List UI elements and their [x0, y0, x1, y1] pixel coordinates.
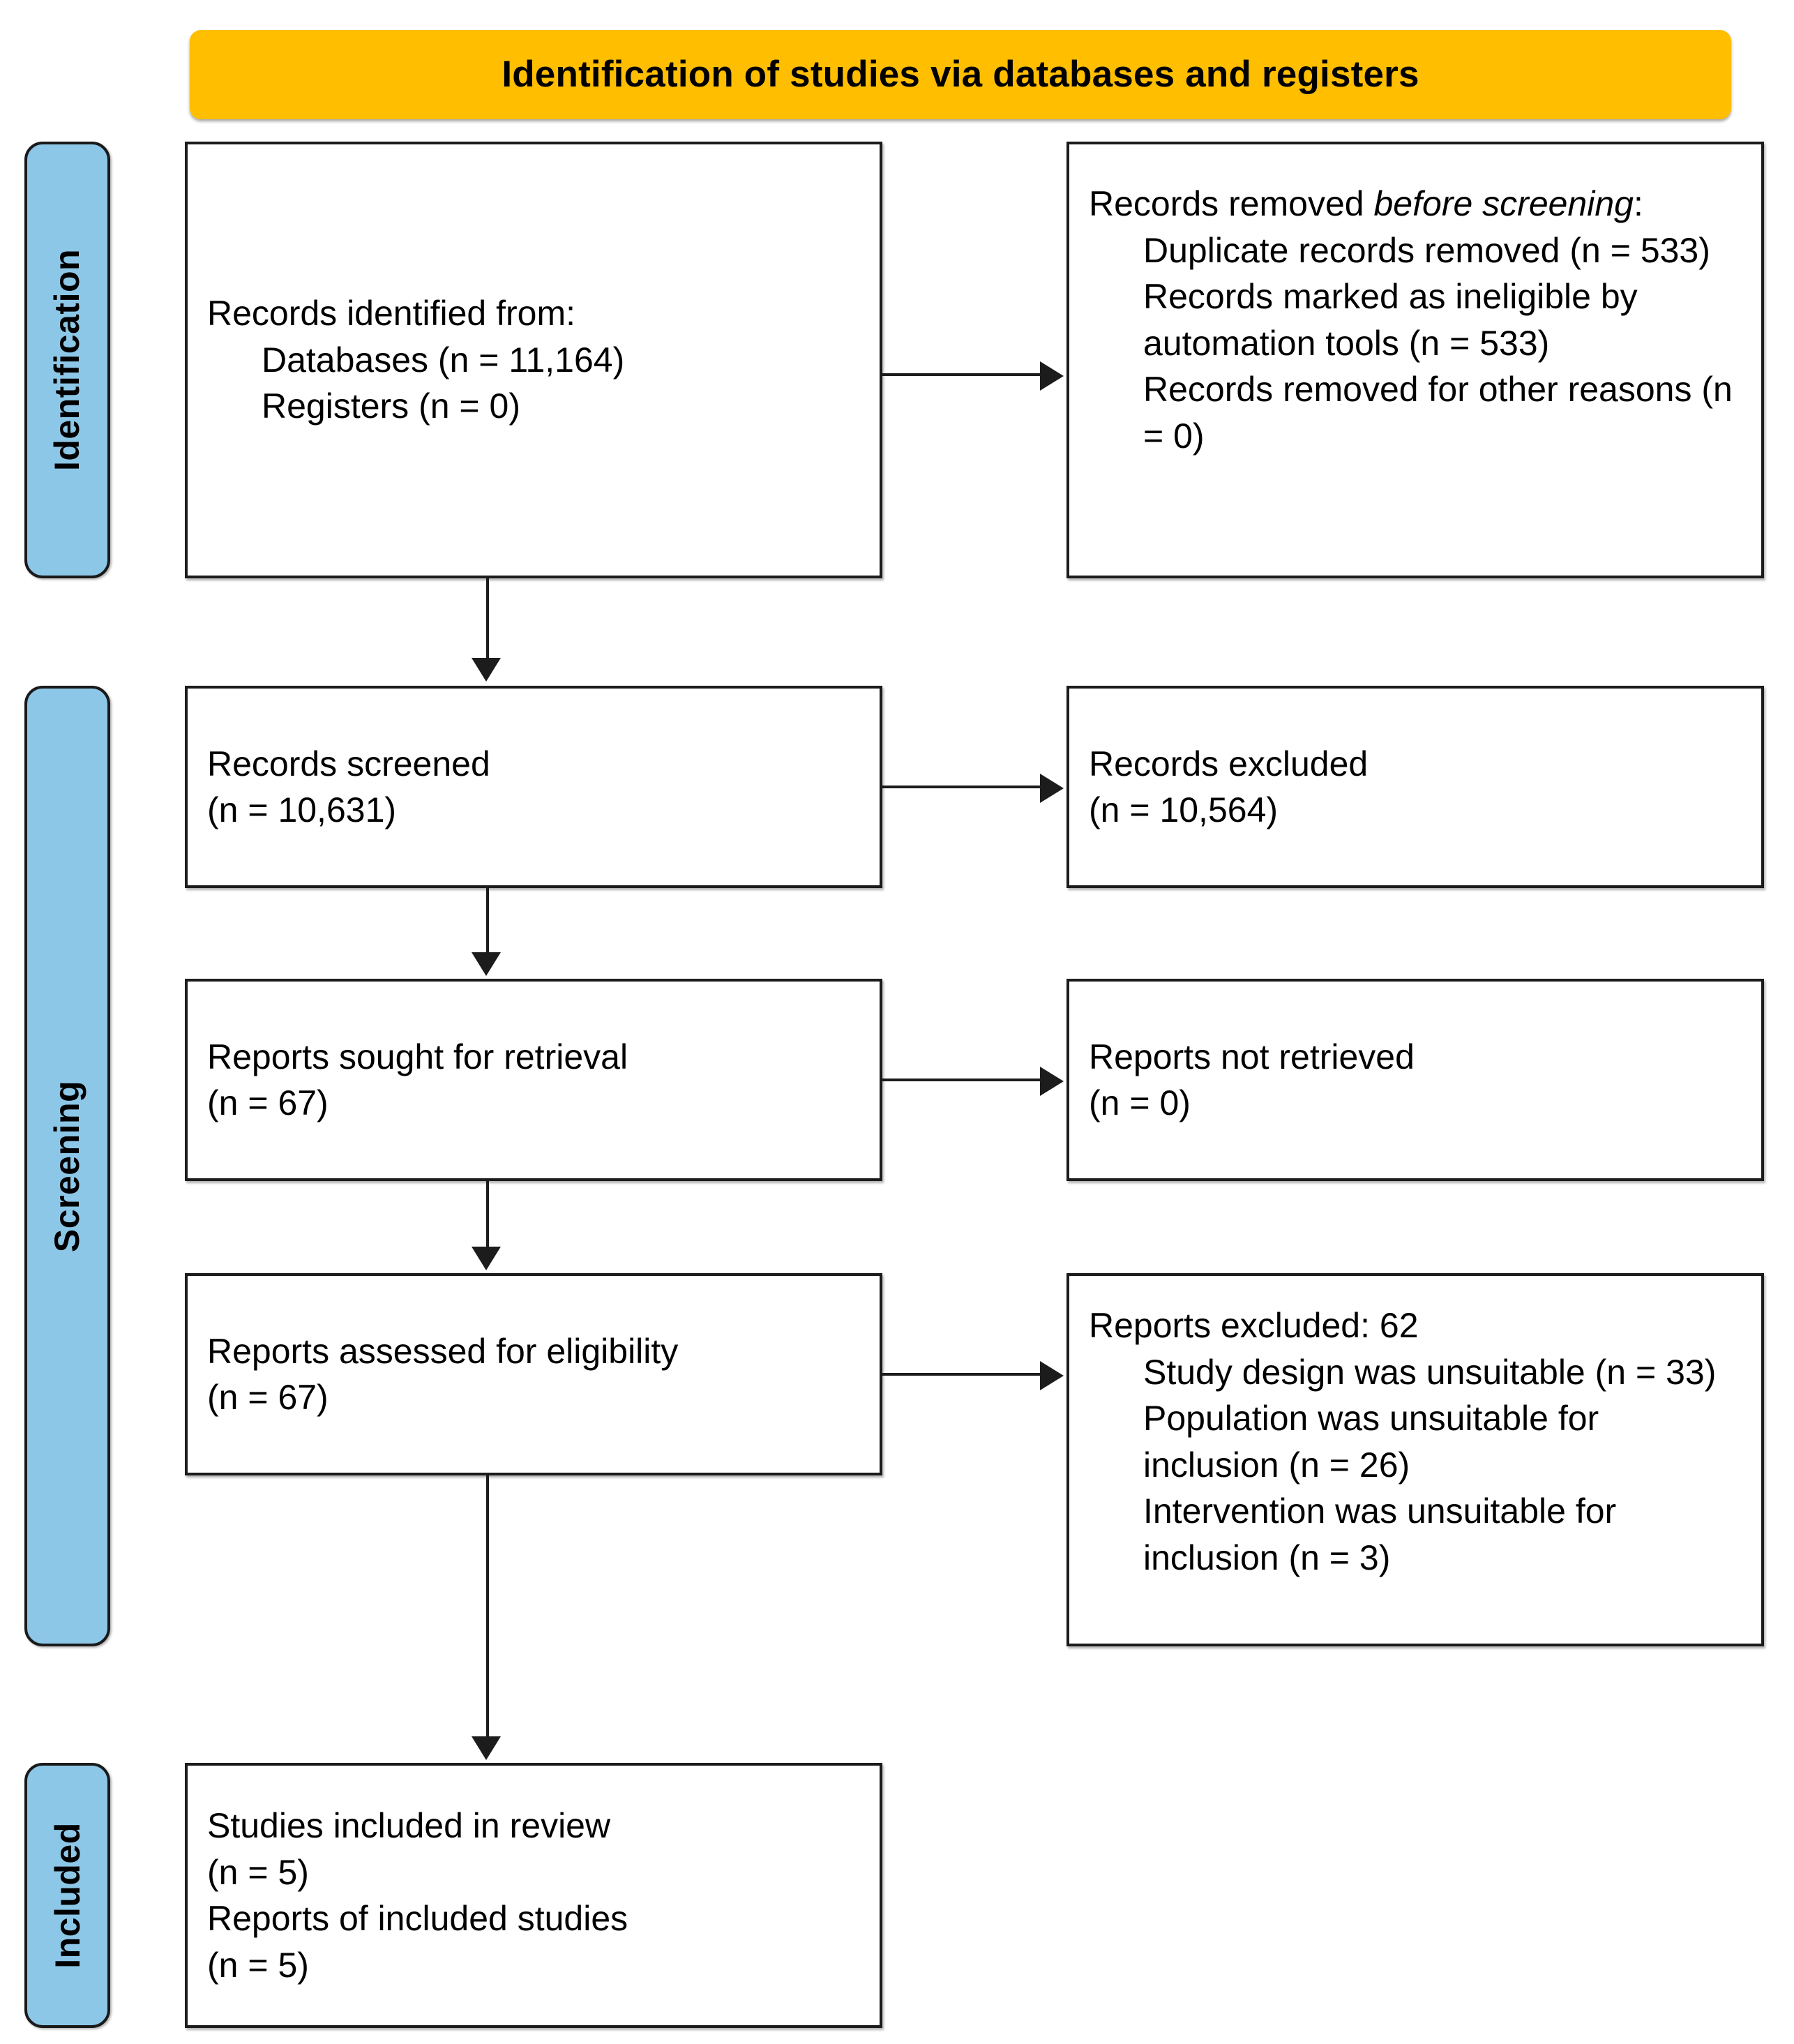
records-identified-heading: Records identified from: [207, 294, 576, 333]
box-reports-assessed-text: Reports assessed for eligibility (n = 67… [188, 1328, 880, 1421]
connector-screened-to-sought [486, 888, 489, 955]
records-excluded-count: (n = 10,564) [1089, 790, 1279, 829]
reports-assessed-count: (n = 67) [207, 1378, 329, 1417]
reports-excluded-population: Population was unsuitable for inclusion … [1143, 1399, 1599, 1485]
arrow-right-icon-sought-to-not-retrieved [1040, 1067, 1064, 1096]
arrow-right-icon-assessed-to-reports-excluded [1040, 1361, 1064, 1390]
box-records-excluded: Records excluded (n = 10,564) [1066, 686, 1764, 888]
box-records-identified: Records identified from: Databases (n = … [185, 142, 882, 578]
records-removed-heading-colon: : [1633, 184, 1643, 223]
records-screened-count: (n = 10,631) [207, 790, 397, 829]
arrow-down-icon-assessed-to-included [472, 1736, 501, 1760]
box-reports-not-retrieved-text: Reports not retrieved (n = 0) [1069, 1034, 1761, 1127]
reports-not-retrieved-count: (n = 0) [1089, 1083, 1191, 1122]
studies-included-count: (n = 5) [207, 1852, 309, 1892]
connector-identified-to-screened [486, 578, 489, 662]
arrow-down-icon-sought-to-assessed [472, 1247, 501, 1270]
records-removed-heading-plain: Records removed [1089, 184, 1374, 223]
box-records-removed-before-screening: Records removed before screening: Duplic… [1066, 142, 1764, 578]
box-reports-excluded-text: Reports excluded: 62 Study design was un… [1069, 1276, 1761, 1581]
reports-sought-label: Reports sought for retrieval [207, 1037, 628, 1076]
connector-sought-to-assessed [486, 1181, 489, 1249]
box-reports-sought-text: Reports sought for retrieval (n = 67) [188, 1034, 880, 1127]
connector-assessed-to-reports-excluded [882, 1373, 1043, 1376]
arrow-down-icon-screened-to-sought [472, 952, 501, 976]
box-studies-included-text: Studies included in review (n = 5) Repor… [188, 1803, 880, 1988]
header-banner: Identification of studies via databases … [190, 30, 1731, 119]
reports-sought-count: (n = 67) [207, 1083, 329, 1122]
arrow-right-icon-screened-to-excluded [1040, 774, 1064, 803]
records-identified-registers: Registers (n = 0) [262, 386, 520, 426]
records-removed-duplicates: Duplicate records removed (n = 533) [1143, 230, 1710, 270]
reports-excluded-heading: Reports excluded: 62 [1089, 1306, 1419, 1345]
box-records-screened-text: Records screened (n = 10,631) [188, 741, 880, 834]
reports-assessed-label: Reports assessed for eligibility [207, 1331, 679, 1371]
box-studies-included-in-review: Studies included in review (n = 5) Repor… [185, 1763, 882, 2028]
stage-rail-label-identification: Identification [47, 248, 87, 472]
records-removed-heading: Records removed before screening: [1089, 181, 1742, 227]
box-reports-not-retrieved: Reports not retrieved (n = 0) [1066, 979, 1764, 1181]
reports-of-included-studies-count: (n = 5) [207, 1945, 309, 1985]
stage-rail-label-screening: Screening [47, 1080, 87, 1252]
box-reports-sought-for-retrieval: Reports sought for retrieval (n = 67) [185, 979, 882, 1181]
box-records-excluded-text: Records excluded (n = 10,564) [1069, 741, 1761, 834]
records-removed-other: Records removed for other reasons (n = 0… [1143, 370, 1733, 456]
records-removed-automation: Records marked as ineligible by automati… [1143, 277, 1638, 363]
box-records-screened: Records screened (n = 10,631) [185, 686, 882, 888]
connector-identified-to-removed [882, 373, 1043, 376]
box-reports-assessed-for-eligibility: Reports assessed for eligibility (n = 67… [185, 1273, 882, 1475]
records-removed-heading-italic: before screening [1373, 184, 1634, 223]
box-records-removed-text: Records removed before screening: Duplic… [1069, 144, 1761, 459]
records-excluded-label: Records excluded [1089, 744, 1369, 783]
stage-rail-included: Included [24, 1763, 110, 2028]
reports-not-retrieved-label: Reports not retrieved [1089, 1037, 1415, 1076]
stage-rail-screening: Screening [24, 686, 110, 1646]
reports-of-included-studies-label: Reports of included studies [207, 1899, 628, 1938]
reports-excluded-intervention: Intervention was unsuitable for inclusio… [1143, 1491, 1617, 1577]
records-identified-databases: Databases (n = 11,164) [262, 340, 625, 380]
connector-assessed-to-included [486, 1475, 489, 1739]
stage-rail-label-included: Included [47, 1822, 87, 1969]
box-reports-excluded: Reports excluded: 62 Study design was un… [1066, 1273, 1764, 1646]
stage-rail-identification: Identification [24, 142, 110, 578]
records-screened-label: Records screened [207, 744, 490, 783]
connector-screened-to-excluded [882, 786, 1043, 788]
arrow-right-icon-identified-to-removed [1040, 361, 1064, 391]
connector-sought-to-not-retrieved [882, 1079, 1043, 1081]
box-records-identified-text: Records identified from: Databases (n = … [188, 290, 880, 430]
reports-excluded-study-design: Study design was unsuitable (n = 33) [1143, 1352, 1717, 1392]
studies-included-label: Studies included in review [207, 1806, 611, 1845]
page-title: Identification of studies via databases … [502, 53, 1419, 95]
arrow-down-icon-identified-to-screened [472, 658, 501, 682]
